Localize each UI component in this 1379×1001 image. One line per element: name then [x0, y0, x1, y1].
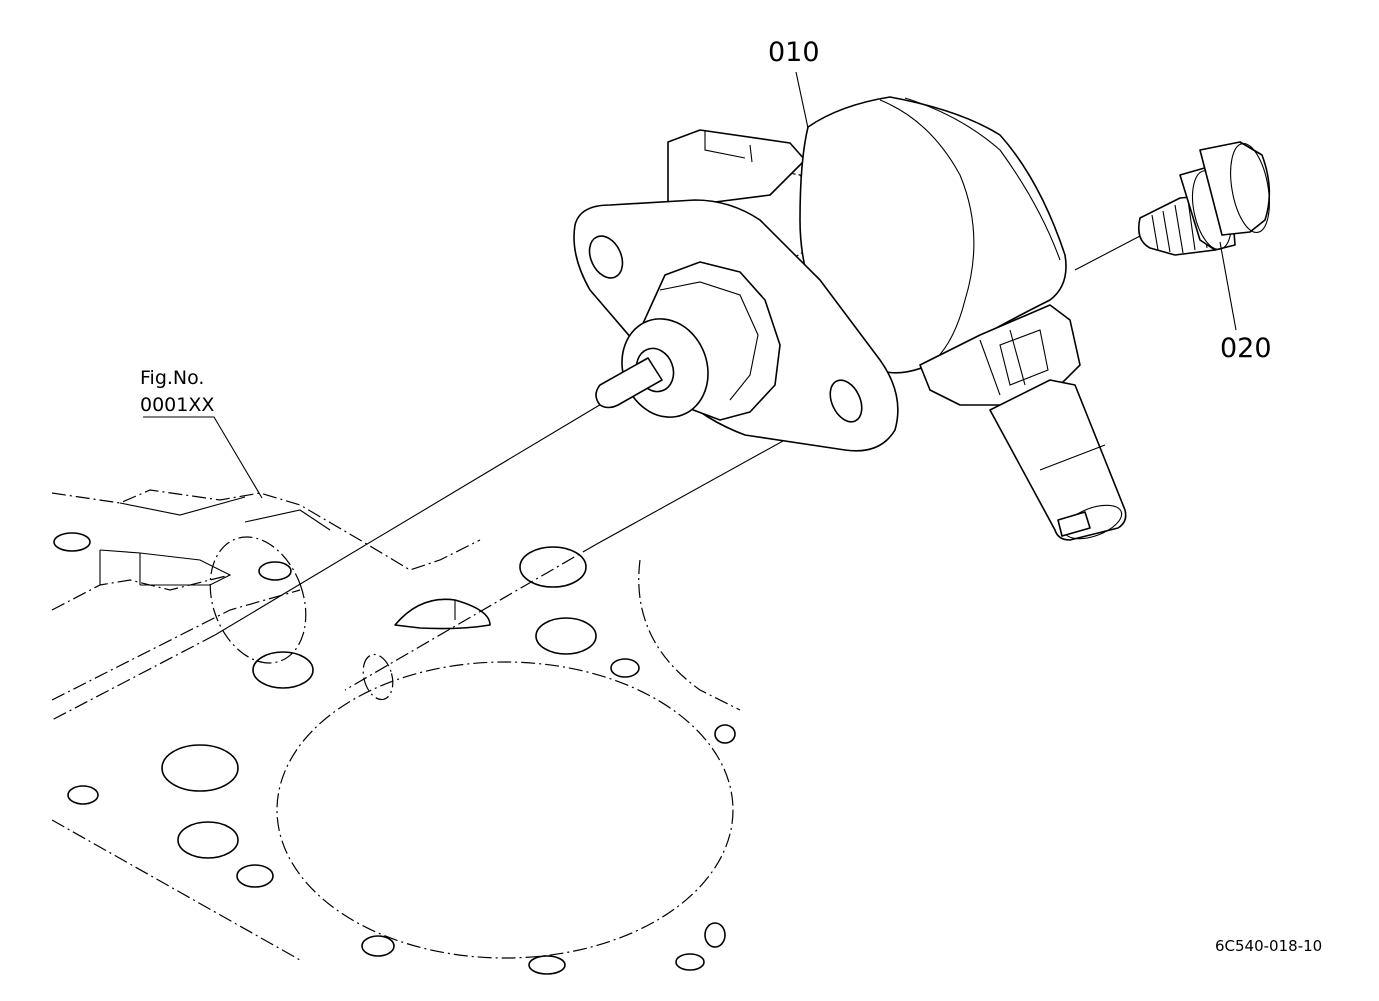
figure-reference-prefix: Fig.No.	[140, 367, 204, 389]
leader-lines	[143, 71, 1237, 499]
drawing-code: 6C540-018-10	[1215, 937, 1322, 955]
figure-reference-number: 0001XX	[140, 394, 214, 416]
part-number-label-010: 010	[768, 37, 820, 68]
part-number-label-020: 020	[1220, 333, 1272, 364]
part-010-solenoid-body	[573, 96, 1127, 541]
cylinder-head-gasket-outline	[51, 489, 741, 975]
part-020-banjo-bolt	[1137, 141, 1271, 256]
